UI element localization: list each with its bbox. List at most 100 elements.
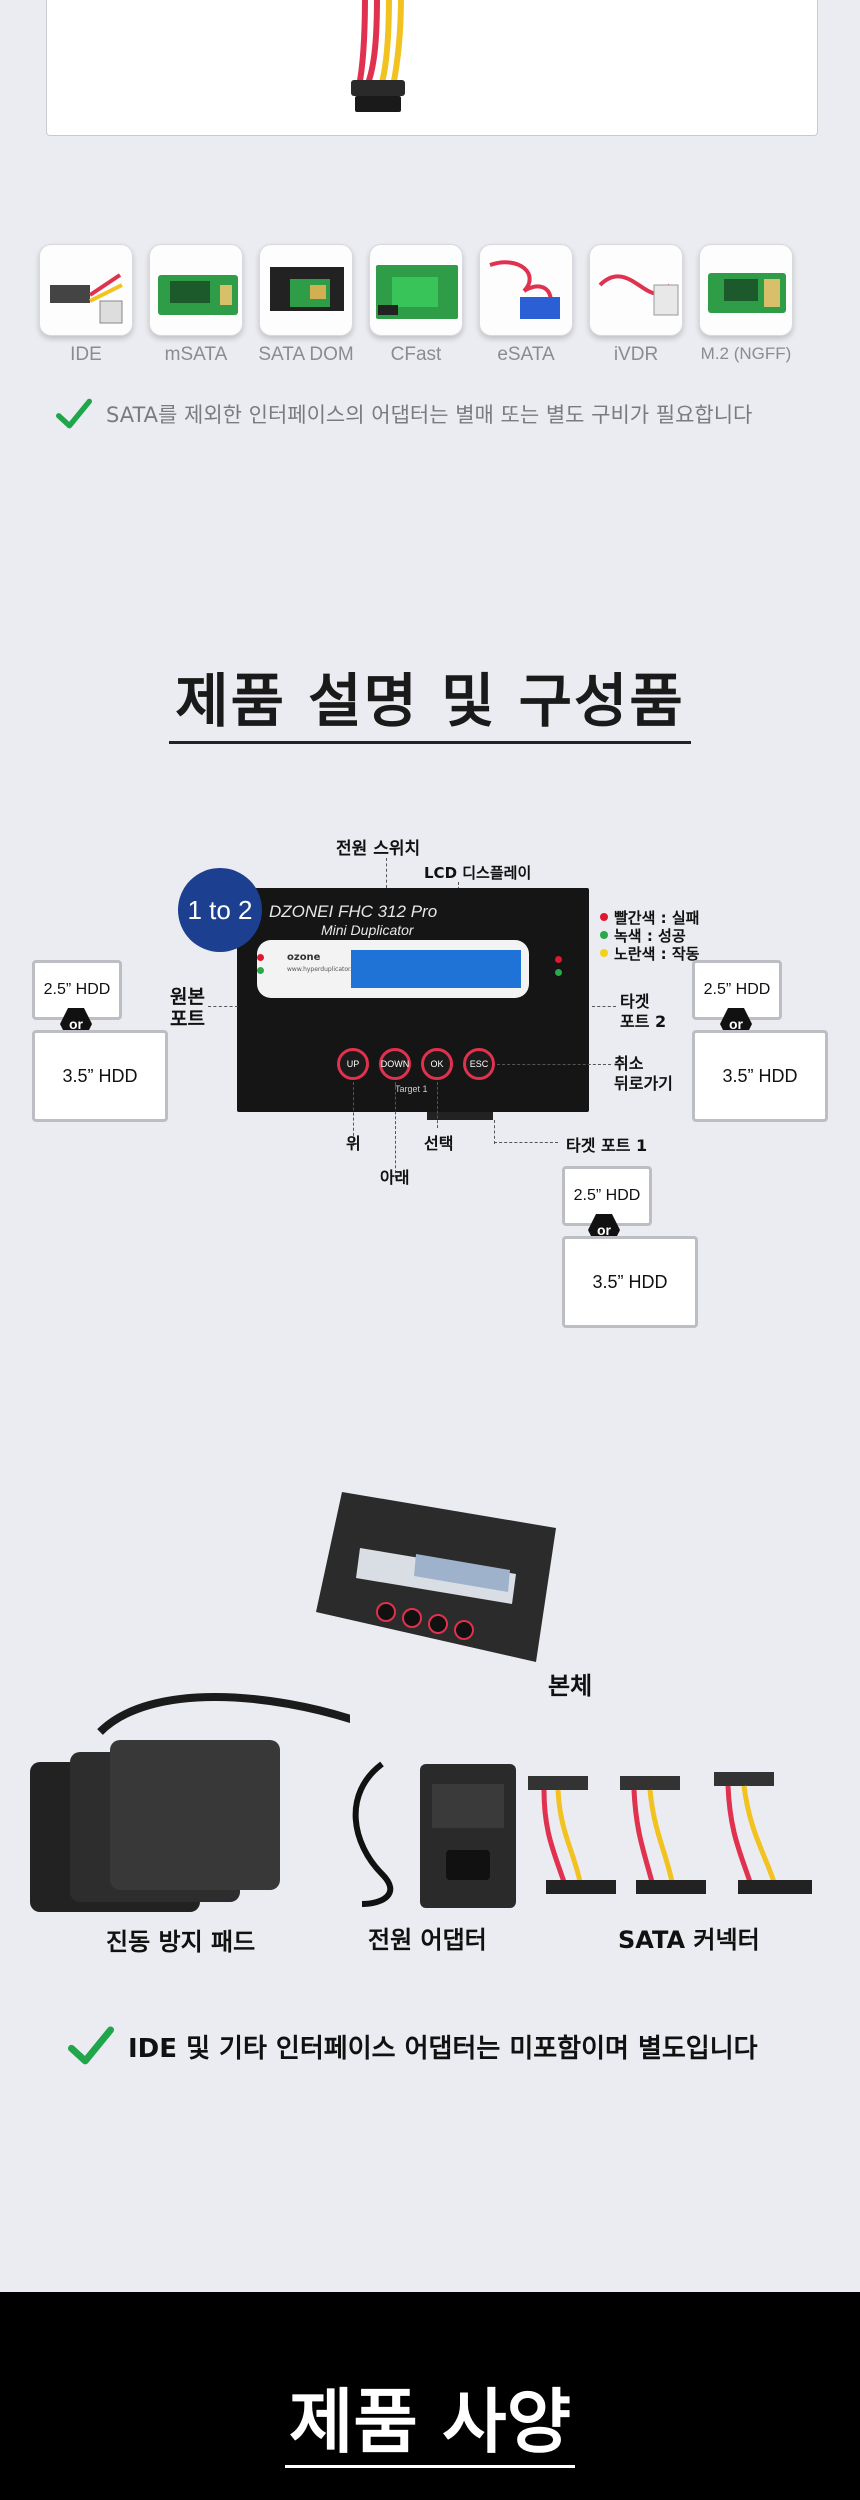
target1-small-label: Target 1 <box>395 1084 428 1094</box>
ok-button[interactable]: OK <box>421 1048 453 1080</box>
lcd-display <box>351 950 521 988</box>
target2-lead-line <box>592 1006 616 1007</box>
interface-label: SATA DOM <box>258 344 354 365</box>
hdd-3-5-target2: 3.5” HDD <box>692 1030 828 1122</box>
down-callout: 아래 <box>380 1168 410 1187</box>
cancel-lead-line <box>497 1064 611 1065</box>
section-title-text: 제품 설명 및 구성품 <box>169 668 691 744</box>
target-port2-callout: 타겟 포트 2 <box>620 992 666 1032</box>
interface-item-esata: eSATA <box>476 244 576 366</box>
source-port-callout: 원본 포트 <box>170 986 205 1030</box>
contents-note-text: IDE 및 기타 인터페이스 어댑터는 미포함이며 별도입니다 <box>128 2033 758 2064</box>
interface-item-sata-dom: SATA DOM <box>256 244 356 366</box>
interface-label: eSATA <box>497 344 555 365</box>
power-adapter-image <box>352 1761 516 1908</box>
target2-leds <box>555 956 563 996</box>
interface-label: mSATA <box>164 344 228 365</box>
spec-title-text: 제품 사양 <box>285 2384 575 2468</box>
legend-text: 빨간색 : 실패 <box>614 908 700 927</box>
target-port1-callout: 타겟 포트 1 <box>566 1136 648 1155</box>
interface-label: CFast <box>390 344 442 365</box>
yellow-dot-icon <box>600 949 608 957</box>
ivdr-adapter-image <box>589 244 683 336</box>
interface-item-ide: IDE <box>36 244 136 366</box>
hdd-2-5-source: 2.5” HDD <box>32 960 122 1020</box>
pad-label: 진동 방지 패드 <box>106 1928 256 1956</box>
up-lead-line <box>353 1082 354 1146</box>
power-lead-line <box>386 858 387 888</box>
up-callout: 위 <box>346 1134 361 1153</box>
esata-adapter-image <box>479 244 573 336</box>
device-subtitle: Mini Duplicator <box>321 922 414 938</box>
main-unit-image <box>316 1492 556 1662</box>
contents-note: IDE 및 기타 인터페이스 어댑터는 미포함이며 별도입니다 <box>68 2022 758 2070</box>
target1-lead-line-h <box>494 1142 558 1143</box>
green-dot-icon <box>600 931 608 939</box>
callout-line: 원본 <box>170 986 205 1008</box>
package-contents: 본체 진동 방지 패드 전원 어댑터 SATA 커넥터 <box>0 1480 860 1980</box>
interface-item-cfast: CFast <box>366 244 466 366</box>
led-legend: 빨간색 : 실패 녹색 : 성공 노란색 : 작동 <box>600 908 700 963</box>
callout-line: 포트 <box>170 1008 205 1030</box>
hdd-3-5-source: 3.5” HDD <box>32 1030 168 1122</box>
esc-button[interactable]: ESC <box>463 1048 495 1080</box>
one-to-two-badge: 1 to 2 <box>178 868 262 952</box>
ide-adapter-image <box>39 244 133 336</box>
red-dot-icon <box>600 913 608 921</box>
target1-port <box>427 1112 493 1120</box>
interface-note: SATA를 제외한 인터페이스의 어댑터는 별매 또는 별도 구비가 필요합니다 <box>56 394 752 434</box>
cable-image-card <box>46 0 818 136</box>
legend-text: 노란색 : 작동 <box>614 944 700 963</box>
callout-line: 뒤로가기 <box>614 1074 673 1093</box>
interface-label: M.2 (NGFF) <box>700 344 792 363</box>
section-title: 제품 설명 및 구성품 <box>0 668 860 744</box>
callout-line: 취소 <box>614 1054 644 1073</box>
interface-label: iVDR <box>613 344 659 365</box>
sata-connector-image <box>528 1772 812 1894</box>
led-green <box>257 967 264 974</box>
checkmark-icon <box>56 398 92 429</box>
sata-dom-adapter-image <box>259 244 353 336</box>
device-brand: DZONEI FHC 312 Pro <box>269 902 438 921</box>
sata-cable-image <box>351 0 405 112</box>
spec-title: 제품 사양 <box>0 2384 860 2468</box>
legend-item: 노란색 : 작동 <box>600 944 700 963</box>
duplicator-device: DZONEI FHC 312 Pro Mini Duplicator ozone… <box>237 888 589 1120</box>
interface-note-text: SATA를 제외한 인터페이스의 어댑터는 별매 또는 별도 구비가 필요합니다 <box>106 403 753 427</box>
select-callout: 선택 <box>424 1134 454 1153</box>
sata-label: SATA 커넥터 <box>618 1926 760 1954</box>
interface-item-ivdr: iVDR <box>586 244 686 366</box>
device-mini-url: www.hyperduplicator.co.kr <box>287 966 367 973</box>
legend-item: 녹색 : 성공 <box>600 926 699 945</box>
device-mini-logo: ozone <box>287 952 321 963</box>
up-button[interactable]: UP <box>337 1048 369 1080</box>
m2-adapter-image <box>699 244 793 336</box>
source-lead-line <box>208 1006 238 1007</box>
anti-vibration-pad-image <box>30 1693 350 1912</box>
interface-list: IDE mSATA SATA DOM CFast eSATA iVDR M. <box>36 244 806 374</box>
led-green <box>555 969 562 976</box>
down-button[interactable]: DOWN <box>379 1048 411 1080</box>
device-front-panel: ozone www.hyperduplicator.co.kr <box>257 940 529 998</box>
down-lead-line <box>395 1082 396 1178</box>
source-leds <box>257 954 265 994</box>
interface-label: IDE <box>70 344 102 365</box>
target1-lead-line-v <box>494 1120 495 1144</box>
adapter-label: 전원 어댑터 <box>368 1926 487 1954</box>
callout-line: 포트 2 <box>620 1012 667 1031</box>
cancel-callout: 취소 뒤로가기 <box>614 1054 673 1094</box>
legend-text: 녹색 : 성공 <box>614 926 686 945</box>
led-red <box>257 954 264 961</box>
product-diagram: 전원 스위치 LCD 디스플레이 DZONEI FHC 312 Pro Mini… <box>0 820 860 1340</box>
led-red <box>555 956 562 963</box>
checkmark-icon <box>68 2026 114 2065</box>
lcd-callout: LCD 디스플레이 <box>424 864 532 882</box>
interface-item-m2: M.2 (NGFF) <box>696 244 796 364</box>
msata-adapter-image <box>149 244 243 336</box>
select-lead-line <box>437 1082 438 1128</box>
legend-item: 빨간색 : 실패 <box>600 908 700 927</box>
main-unit-label: 본체 <box>548 1672 593 1700</box>
callout-line: 타겟 <box>620 992 650 1011</box>
spec-section: 제품 사양 <box>0 2292 860 2500</box>
power-switch-callout: 전원 스위치 <box>336 839 421 859</box>
